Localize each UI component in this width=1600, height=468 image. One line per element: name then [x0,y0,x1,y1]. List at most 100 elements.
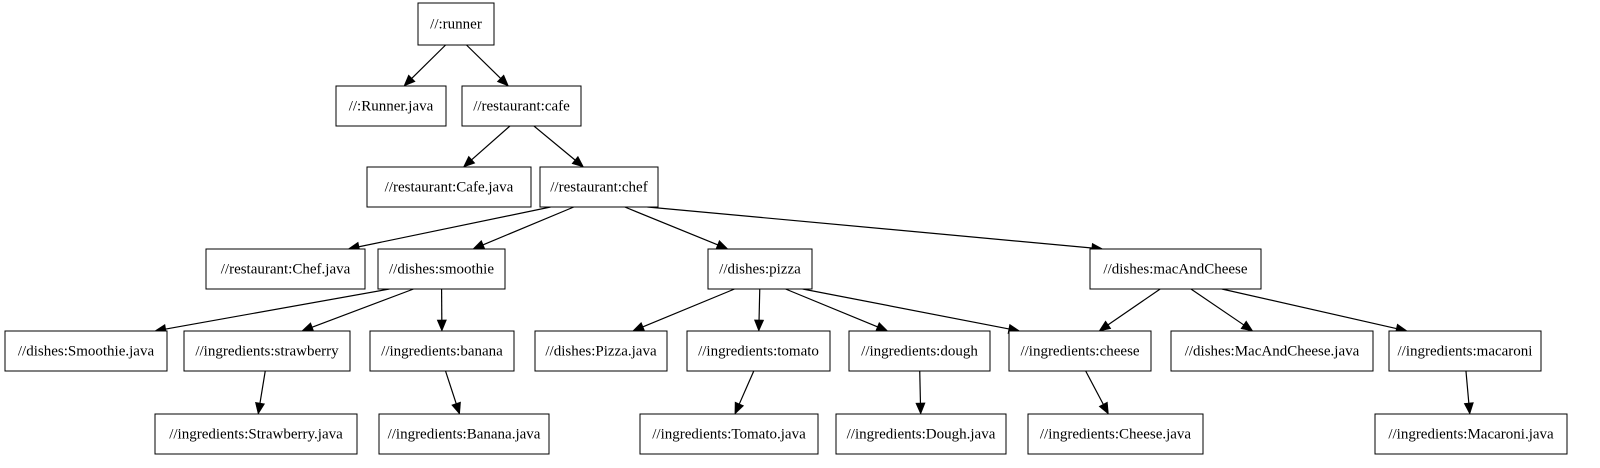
graph-node[interactable]: //ingredients:strawberry [183,330,351,372]
graph-node-box[interactable] [4,330,168,372]
graph-node[interactable]: //ingredients:Cheese.java [1027,413,1204,455]
graph-node[interactable]: //restaurant:cafe [461,85,582,127]
graph-edge-line [758,288,761,321]
graph-edge-line [482,206,575,246]
graph-node-label: //restaurant:chef [550,179,647,195]
graph-edge-arrowhead-icon [496,74,509,87]
graph-edge-arrowhead-icon [571,155,585,168]
graph-node[interactable]: //dishes:MacAndCheese.java [1170,330,1374,372]
graph-edge [1463,370,1474,415]
graph-node-box[interactable] [1374,413,1568,455]
graph-edge-arrowhead-icon [754,319,765,332]
graph-node[interactable]: //ingredients:macaroni [1388,330,1542,372]
graph-node-box[interactable] [639,413,819,455]
nodes-layer: //:runner //:Runner.java //restaurant:cafe… [4,2,1568,455]
graph-node[interactable]: //ingredients:banana [369,330,515,372]
graph-edge-arrowhead-icon [632,322,646,332]
graph-edge-arrowhead-icon [715,240,729,250]
graph-node[interactable]: //dishes:smoothie [377,248,506,290]
graph-edge-line [311,288,414,328]
graph-edge-line [1190,288,1244,326]
graph-edge-line [642,288,735,328]
graph-edge-line [358,206,551,248]
graph-node-box[interactable] [335,85,447,127]
graph-node[interactable]: //ingredients:dough [848,330,991,372]
graph-node-label: //ingredients:macaroni [1398,343,1533,359]
graph-node-label: //dishes:smoothie [389,261,494,277]
graph-edge [802,288,1021,334]
graph-node-box[interactable] [378,413,550,455]
graph-edge-arrowhead-icon [1098,320,1112,332]
graph-node[interactable]: //dishes:Smoothie.java [4,330,168,372]
graph-edge-line [259,370,266,404]
graph-node[interactable]: //:Runner.java [335,85,447,127]
graph-edge-line [1465,370,1470,404]
graph-edge [915,370,926,415]
graph-node[interactable]: //ingredients:cheese [1008,330,1152,372]
graph-edge [734,370,755,415]
graph-node[interactable]: //dishes:macAndCheese [1089,248,1262,290]
graph-node-box[interactable] [1170,330,1374,372]
graph-node-box[interactable] [461,85,582,127]
graph-node-label: //:Runner.java [349,98,434,114]
graph-node-box[interactable] [848,330,991,372]
graph-node-box[interactable] [1008,330,1152,372]
graph-node-box[interactable] [1089,248,1262,290]
graph-edge-line [647,206,1092,249]
graph-edge [1085,370,1109,415]
graph-node-box[interactable] [377,248,506,290]
graph-edge-arrowhead-icon [734,401,745,415]
graph-edge-line [1085,370,1104,405]
graph-node-label: //restaurant:Chef.java [221,261,351,277]
graph-node-box[interactable] [835,413,1007,455]
graph-node[interactable]: //ingredients:Banana.java [378,413,550,455]
graph-node[interactable]: //dishes:Pizza.java [534,330,668,372]
graph-node-box[interactable] [205,248,366,290]
graph-edge-line [533,125,576,161]
graph-node[interactable]: //restaurant:chef [539,166,659,208]
graph-node-box[interactable] [366,166,532,208]
graph-node-label: //ingredients:strawberry [195,343,339,359]
graph-node-label: //ingredients:Strawberry.java [169,426,343,442]
graph-edge [301,288,414,332]
graph-node-label: //ingredients:Tomato.java [652,426,806,442]
graph-node[interactable]: //:runner [417,2,495,46]
graph-edge-line [466,44,501,79]
graph-node[interactable]: //ingredients:Strawberry.java [154,413,358,455]
graph-node-box[interactable] [369,330,515,372]
graph-edge-line [802,288,1009,330]
graph-node-label: //ingredients:dough [861,343,978,359]
graph-node-label: //ingredients:Banana.java [388,426,541,442]
graph-node-label: //:runner [430,16,482,32]
graph-node-label: //dishes:Pizza.java [545,343,657,359]
graph-node-box[interactable] [707,248,813,290]
graph-node[interactable]: //ingredients:Dough.java [835,413,1007,455]
graph-node-box[interactable] [534,330,668,372]
graph-node[interactable]: //ingredients:Macaroni.java [1374,413,1568,455]
graph-node-box[interactable] [1388,330,1542,372]
graph-edge-arrowhead-icon [1098,401,1109,415]
graph-edge [403,44,447,87]
graph-edge-line [1107,288,1161,326]
graph-node-box[interactable] [154,413,358,455]
graph-node-box[interactable] [183,330,351,372]
graph-node[interactable]: //dishes:pizza [707,248,813,290]
graph-node-box[interactable] [417,2,495,46]
graph-edge-arrowhead-icon [436,319,447,332]
graph-node-label: //ingredients:banana [381,343,503,359]
graph-edge-arrowhead-icon [403,74,416,87]
graph-node[interactable]: //restaurant:Chef.java [205,248,366,290]
graph-node[interactable]: //ingredients:tomato [686,330,831,372]
graph-edge-line [624,206,718,246]
graph-edge-line [471,125,511,161]
graph-node-label: //ingredients:Cheese.java [1040,426,1192,442]
graph-edge-arrowhead-icon [301,322,315,332]
graph-node-label: //dishes:pizza [719,261,801,277]
graph-node[interactable]: //ingredients:Tomato.java [639,413,819,455]
graph-node[interactable]: //restaurant:Cafe.java [366,166,532,208]
graph-node-box[interactable] [539,166,659,208]
graph-edge [444,370,461,415]
graph-node-box[interactable] [1027,413,1204,455]
graph-node-box[interactable] [686,330,831,372]
graph-edge [466,44,509,87]
